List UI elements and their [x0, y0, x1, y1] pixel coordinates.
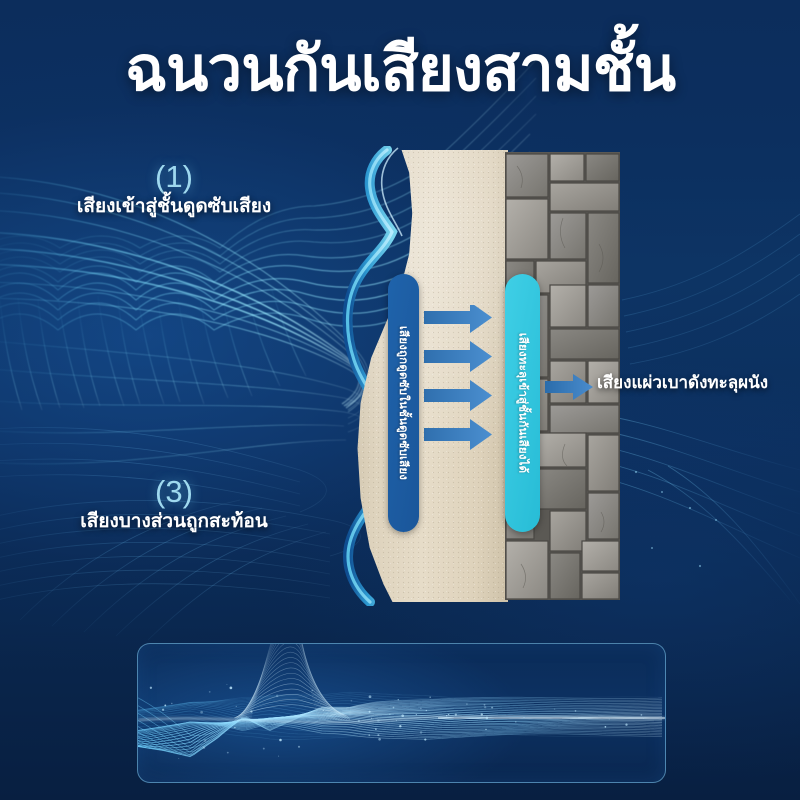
output-label: เสียงแผ่วเบาดังทะลุผนัง [597, 373, 769, 392]
arrow-2 [424, 341, 492, 372]
page-title: ฉนวนกันเสียงสามชั้น [124, 35, 676, 104]
callout-3: (3) เสียงบางส่วนถูกสะท้อน [14, 475, 334, 535]
sound-transmission-arrows [424, 305, 492, 450]
layer-label-absorb-text: เสียงถูกดูดซับในชั้นดูดซับเสียง [397, 325, 410, 481]
arrow-4 [424, 419, 492, 450]
layer-label-block: เสียงทะลุเข้าสู่ชั้นกันเสียงได้ [505, 274, 540, 532]
foam-edge-wave [342, 146, 403, 606]
callout-3-text: เสียงบางส่วนถูกสะท้อน [80, 511, 268, 532]
waveform-panel [137, 643, 666, 783]
callout-1-number: (1) [155, 159, 193, 194]
layer-label-block-text: เสียงทะลุเข้าสู่ชั้นกันเสียงได้ [516, 332, 529, 474]
waveform-chart [138, 644, 665, 759]
callout-1: (1) เสียงเข้าสู่ชั้นดูดซับเสียง [14, 160, 334, 220]
wall-assembly: เสียงถูกดูดซับในชั้นดูดซับเสียง เสียงทะล… [340, 146, 620, 606]
callout-1-text: เสียงเข้าสู่ชั้นดูดซับเสียง [76, 196, 272, 217]
arrow-1 [424, 305, 492, 333]
layer-label-absorb: เสียงถูกดูดซับในชั้นดูดซับเสียง [388, 274, 419, 532]
callout-3-number: (3) [155, 474, 193, 509]
output-arrow-icon [545, 374, 593, 400]
arrow-3 [424, 380, 492, 411]
